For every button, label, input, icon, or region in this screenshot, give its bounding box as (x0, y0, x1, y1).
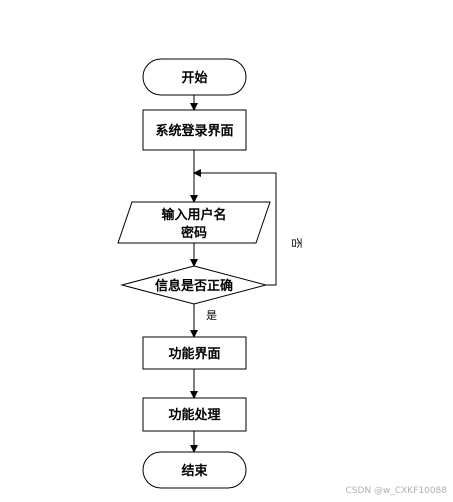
watermark: CSDN @w_CXKF10088 (345, 486, 447, 496)
input-label-line2: 密码 (180, 225, 207, 241)
function-page-label: 功能界面 (168, 346, 220, 362)
decision-label: 信息是否正确 (155, 278, 233, 294)
login-page-label: 系统登录界面 (155, 123, 233, 139)
edge-decision-no-loop (193, 169, 277, 286)
end-label: 结束 (181, 463, 208, 479)
login-page-node: 系统登录界面 (142, 109, 247, 151)
function-page-node: 功能界面 (142, 336, 247, 370)
decision-node: 信息是否正确 (120, 265, 268, 305)
function-process-label: 功能处理 (168, 407, 220, 423)
no-label: 否 (290, 238, 303, 249)
start-node: 开始 (142, 58, 247, 96)
function-process-node: 功能处理 (142, 397, 247, 432)
end-node: 结束 (142, 451, 247, 489)
start-label: 开始 (181, 70, 207, 86)
input-node: 输入用户名 密码 (117, 201, 271, 244)
input-label-line1: 输入用户名 (161, 207, 226, 223)
yes-label: 是 (206, 309, 217, 322)
